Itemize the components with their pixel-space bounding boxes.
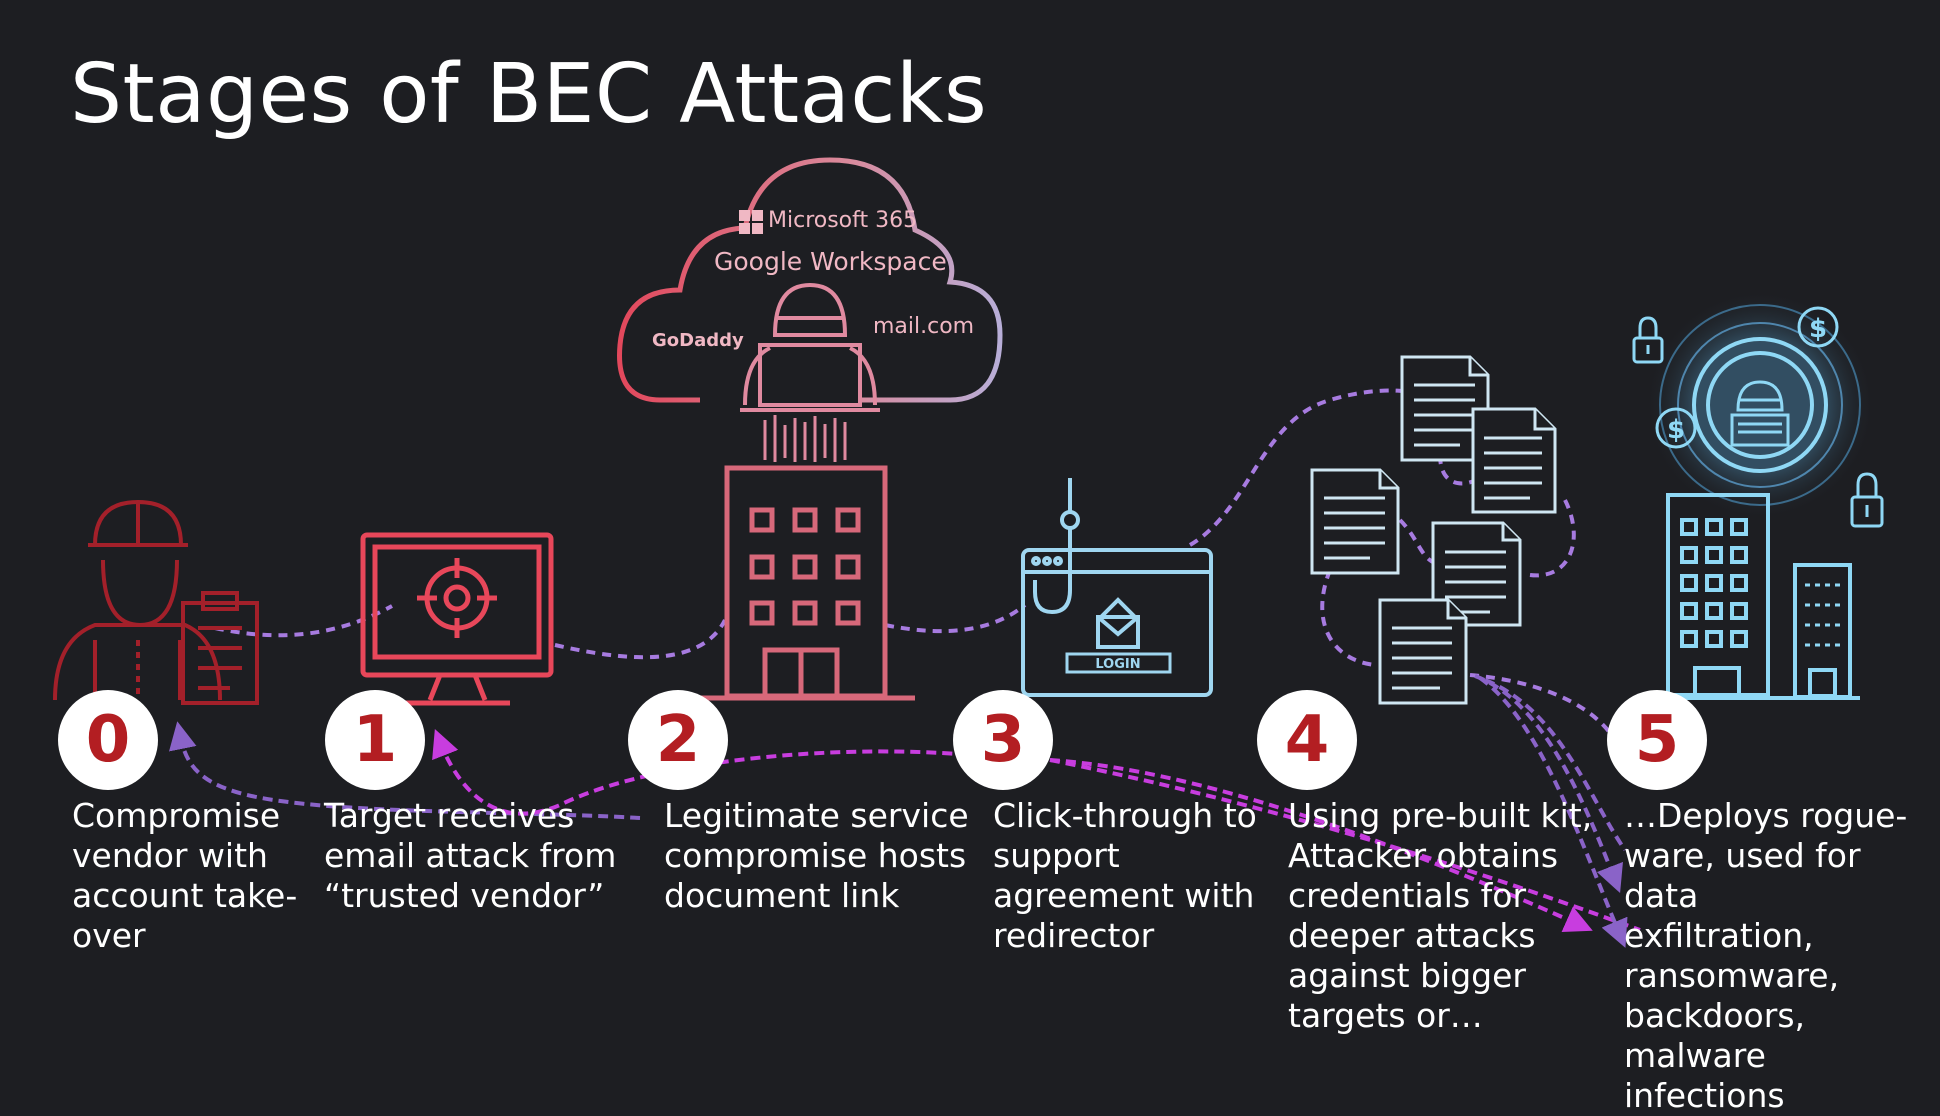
documents-icon (1310, 355, 1557, 705)
tall-building-icon (1650, 493, 1800, 700)
document-5 (1378, 598, 1468, 705)
attack-arrows (169, 674, 1641, 948)
connector-docs-b (1529, 499, 1576, 578)
arrow-4-to-5-b (1478, 676, 1628, 948)
stage-1-badge: 1 (325, 690, 425, 790)
data-stream-icon (763, 415, 847, 462)
stage-2-badge: 2 (628, 690, 728, 790)
arrow-to-stage1 (432, 728, 1001, 816)
google-workspace-label: Google Workspace (714, 247, 947, 276)
browser-window-icon (1021, 548, 1213, 697)
connector-lines (214, 388, 1617, 742)
dollar-coin-icon-left: $ (1655, 407, 1697, 449)
connector-1-2 (554, 619, 727, 660)
document-1 (1400, 355, 1490, 462)
arrow-stage3-out-a (1049, 758, 1593, 933)
clipboard-icon (181, 591, 259, 705)
page-title: Stages of BEC Attacks (70, 47, 988, 142)
diagram-graphics: LOGIN (53, 157, 1884, 948)
arrow-4-to-5-c (1484, 678, 1627, 852)
cloud-icon (617, 157, 1003, 403)
stage-0-caption: Compromise vendor with account take- ove… (72, 796, 298, 955)
stage-4-badge: 4 (1257, 690, 1357, 790)
document-2 (1471, 407, 1557, 514)
stage-3-badge: 3 (953, 690, 1053, 790)
stage-0-badge: 0 (58, 690, 158, 790)
arrow-4-to-5-a (1474, 674, 1623, 894)
connector-2-3 (884, 603, 1027, 634)
diagram-canvas: Stages of BEC Attacks (53, 47, 1907, 1115)
stage-1-caption: Target receives email attack from “trust… (324, 796, 617, 915)
padlock-icon-left (1632, 316, 1664, 364)
microsoft-logo-icon (739, 210, 763, 234)
stage-2-caption: Legitimate service compromise hosts docu… (664, 796, 969, 915)
connector-docs-d (1320, 569, 1376, 667)
padlock-icon-right (1850, 472, 1884, 528)
office-building-icon (700, 465, 915, 701)
stage-5-caption: …Deploys rogue- ware, used for data exfi… (1624, 796, 1908, 1115)
envelope-icon (1096, 597, 1140, 649)
arrow-stage3-out-b (1049, 758, 1641, 932)
connector-0-1 (214, 604, 393, 638)
hacker-laptop-icon (740, 282, 880, 412)
svg-text:$: $ (1667, 415, 1685, 445)
hacker-avatar-icon (1730, 380, 1790, 447)
svg-text:$: $ (1809, 314, 1827, 344)
stage-5-badge: 5 (1607, 690, 1707, 790)
stage-4-caption: Using pre-built kit, Attacker obtains cr… (1288, 796, 1593, 1035)
connector-4-5 (1469, 673, 1617, 742)
godaddy-label: GoDaddy (652, 330, 744, 351)
connector-3-4 (1188, 388, 1411, 547)
document-4 (1431, 521, 1522, 627)
monitor-target-icon (360, 532, 554, 706)
short-building-icon (1790, 563, 1860, 700)
hacker-target-rings (1645, 290, 1875, 520)
mail-com-label: mail.com (873, 314, 975, 339)
login-button-icon (1065, 652, 1172, 674)
microsoft-365-label: Microsoft 365 (768, 208, 918, 233)
document-3 (1310, 468, 1400, 575)
phishing-hook-icon (1033, 478, 1080, 615)
dollar-coin-icon-top: $ (1797, 306, 1839, 348)
login-label: LOGIN (1095, 657, 1140, 672)
stage-3-caption: Click-through to support agreement with … (993, 796, 1257, 955)
